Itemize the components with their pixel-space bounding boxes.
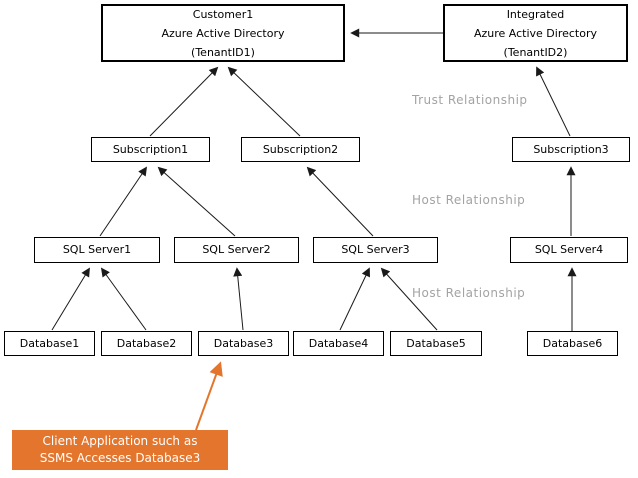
callout-line: SSMS Accesses Database3 <box>39 451 201 465</box>
arrow-db4-to-sql3 <box>339 267 370 331</box>
node-sql-server1: SQL Server1 <box>34 237 160 263</box>
node-label-line: (TenantID2) <box>503 45 568 59</box>
node-label-line: Azure Active Directory <box>473 26 598 40</box>
arrow-db1-to-sql1 <box>51 267 90 331</box>
arrow-sub2-to-customer <box>227 66 301 137</box>
node-label-line: Integrated <box>506 7 565 21</box>
node-database5: Database5 <box>390 331 482 356</box>
arrow-sql2-to-sub1 <box>157 166 236 237</box>
label-host-relationship-2: Host Relationship <box>412 286 526 300</box>
node-sql-server4: SQL Server4 <box>510 237 628 263</box>
node-sql-server3: SQL Server3 <box>313 237 438 263</box>
node-database2: Database2 <box>101 331 192 356</box>
node-subscription3: Subscription3 <box>512 137 630 162</box>
node-database4: Database4 <box>293 331 384 356</box>
node-integrated-aad: Integrated Azure Active Directory (Tenan… <box>443 4 628 62</box>
arrow-sql3-to-sub2 <box>306 166 374 237</box>
node-label-line: Customer1 <box>192 7 254 21</box>
arrow-db5-to-sql3 <box>380 267 438 331</box>
node-database6: Database6 <box>527 331 618 356</box>
label-host-relationship-1: Host Relationship <box>412 193 526 207</box>
node-sql-server2: SQL Server2 <box>174 237 299 263</box>
node-label-line: (TenantID1) <box>191 45 255 59</box>
node-subscription1: Subscription1 <box>91 137 210 162</box>
arrow-db2-to-sql1 <box>100 267 147 331</box>
arrow-sub3-to-integrated <box>536 66 571 137</box>
node-database1: Database1 <box>4 331 95 356</box>
callout-line: Client Application such as <box>42 434 198 448</box>
node-customer1-aad: Customer1 Azure Active Directory (Tenant… <box>101 4 345 62</box>
label-trust-relationship: Trust Relationship <box>412 93 528 107</box>
arrow-sub1-to-customer <box>149 66 219 137</box>
node-label-line: Azure Active Directory <box>161 26 285 40</box>
arrow-sql1-to-sub1 <box>99 166 148 237</box>
node-database3: Database3 <box>198 331 289 356</box>
arrow-callout-to-db3 <box>195 361 223 431</box>
arrow-db3-to-sql2 <box>233 267 244 331</box>
node-subscription2: Subscription2 <box>241 137 360 162</box>
callout-client-application: Client Application such as SSMS Accesses… <box>12 430 228 470</box>
